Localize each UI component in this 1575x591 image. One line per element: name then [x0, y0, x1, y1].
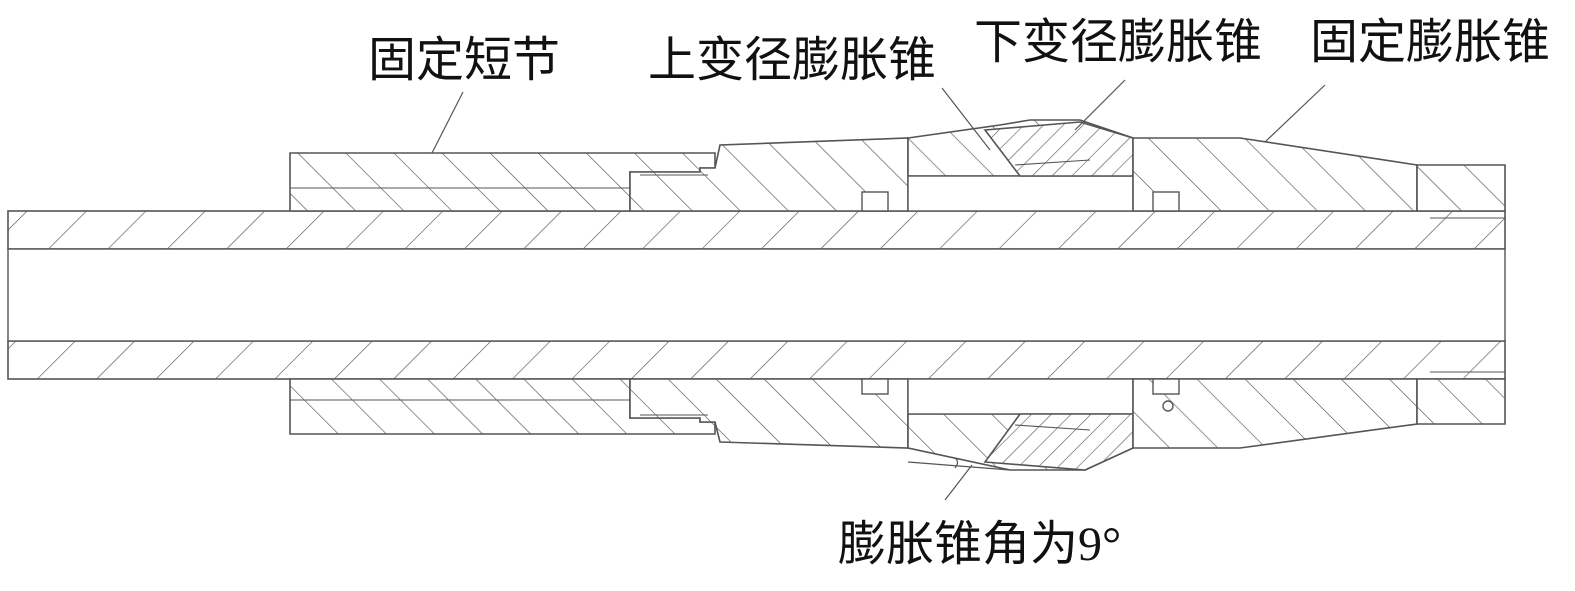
- mandrel-lower-wall: [7, 340, 1506, 380]
- fixed-cone-pin-hole: [1162, 400, 1174, 412]
- label-cone-angle: 膨胀锥角为9°: [838, 518, 1121, 571]
- angle-arc: [954, 457, 959, 469]
- fixed-cone-groove-top: [1152, 191, 1180, 212]
- leader-cone-angle: [944, 464, 973, 501]
- mandrel-upper-wall: [7, 210, 1506, 250]
- upper-cone-groove-bottom: [861, 378, 889, 395]
- end-cap-top: [1416, 164, 1506, 212]
- insert-thread-top: [1014, 159, 1091, 166]
- fixed-cone-groove-bottom: [1152, 378, 1180, 395]
- central-mandrel: [7, 210, 1506, 380]
- angle-line-lower: [907, 461, 1011, 471]
- lower-cone-insert-bottom: [983, 413, 1134, 471]
- label-fixed-short-joint: 固定短节: [368, 34, 560, 87]
- leader-fixed-short-joint: [431, 91, 464, 154]
- label-upper-reducing-cone: 上变径膨胀锥: [648, 34, 936, 87]
- label-fixed-cone: 固定膨胀锥: [1310, 16, 1550, 69]
- leader-fixed-cone: [1264, 84, 1326, 143]
- upper-cone-groove-top: [861, 191, 889, 212]
- leader-lower-reducing-cone: [1074, 79, 1126, 131]
- lower-cone-top-gap: [907, 175, 1134, 212]
- fixed-expansion-cone: [1132, 137, 1418, 449]
- angle-line-upper: [907, 447, 1011, 471]
- fixed-short-joint: [289, 152, 716, 435]
- end-cap: [1416, 164, 1506, 425]
- mandrel-bore: [7, 248, 1506, 342]
- fixed-cone-bottom: [1132, 378, 1418, 449]
- leader-upper-reducing-cone: [941, 87, 991, 151]
- cone-angle-indicator: [907, 447, 1011, 471]
- insert-thread-bottom: [1014, 424, 1091, 431]
- lower-reducing-cone: [907, 119, 1134, 471]
- upper-cone-top-section: [629, 137, 909, 212]
- labels: 固定短节 上变径膨胀锥 下变径膨胀锥 固定膨胀锥 膨胀锥角为9°: [368, 16, 1550, 571]
- label-lower-reducing-cone: 下变径膨胀锥: [974, 16, 1262, 69]
- leader-lines: [431, 79, 1326, 501]
- end-cap-bottom: [1416, 378, 1506, 425]
- lower-cone-bottom-gap: [907, 378, 1134, 415]
